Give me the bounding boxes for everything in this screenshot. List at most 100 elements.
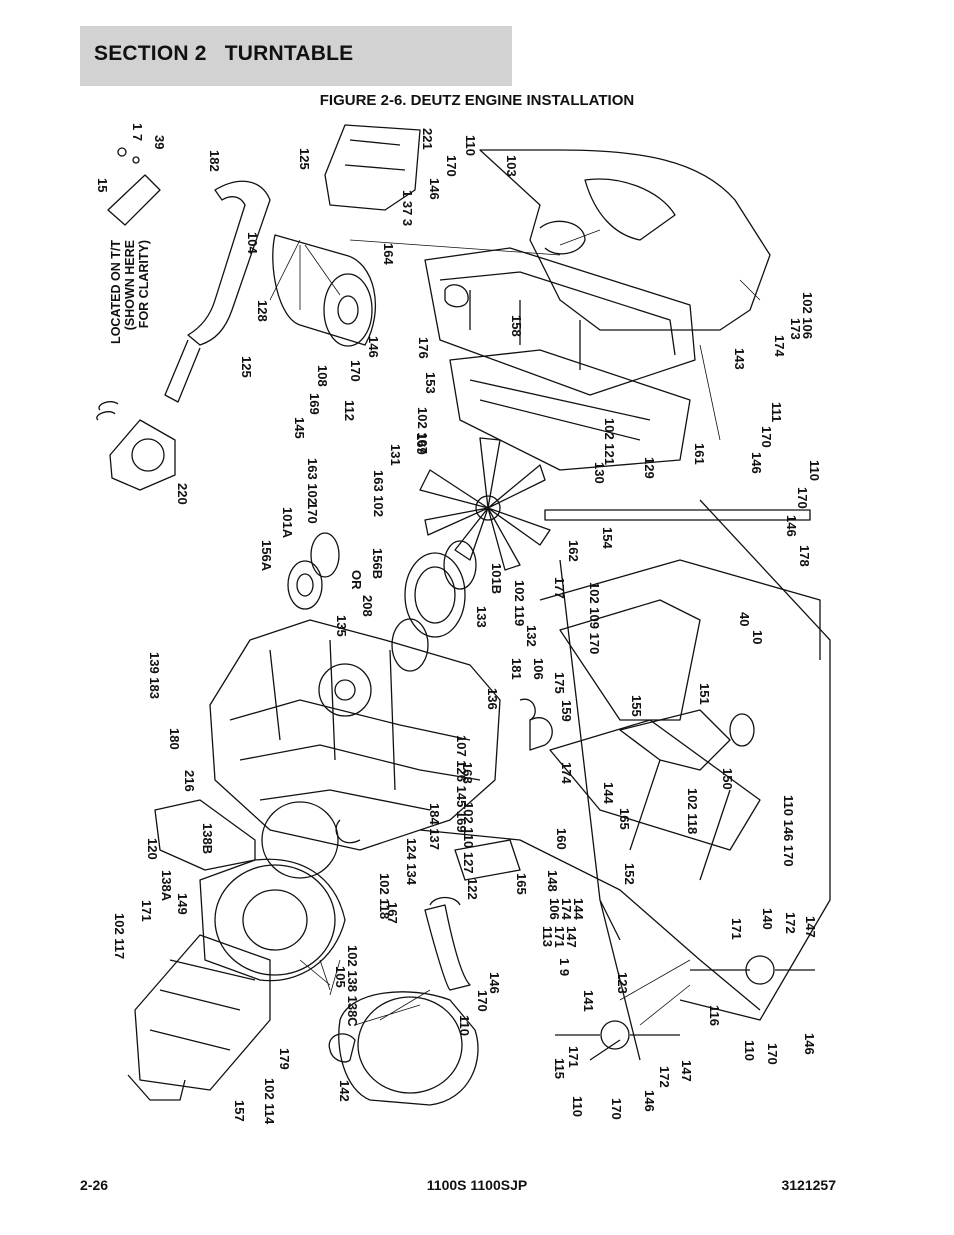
callout: 165 — [617, 808, 632, 830]
callout: 171 — [139, 900, 154, 922]
callout: 159 — [559, 700, 574, 722]
callout: 181 — [509, 658, 524, 680]
callout: 135 — [334, 615, 349, 637]
callout: 151 — [697, 683, 712, 705]
callout: 102 117 — [112, 913, 127, 959]
callout: 128 — [255, 300, 270, 322]
callout: 133 — [474, 606, 489, 628]
callout: 169 — [307, 393, 322, 415]
callout: 170 — [609, 1098, 624, 1120]
callout: 106 — [547, 898, 562, 920]
callout-labels: 1 7 39 15 182 125 221 110 170 103 146 1 … — [95, 123, 822, 1125]
callout: 170 — [795, 487, 810, 509]
callout: 216 — [182, 770, 197, 792]
callout: 124 134 — [404, 838, 419, 886]
section-header: SECTION 2 TURNTABLE — [80, 26, 512, 86]
callout: 105 — [333, 966, 348, 988]
callout: 1 9 — [557, 958, 572, 976]
callout: 142 — [337, 1080, 352, 1102]
callout: 110 — [570, 1096, 585, 1117]
callout: 102 119 — [512, 580, 527, 626]
callout: 158 — [509, 315, 524, 337]
callout: 147 — [679, 1060, 694, 1082]
callout: 153 — [423, 372, 438, 394]
callout: 170 — [759, 426, 774, 448]
callout: 178 — [797, 545, 812, 567]
callout: 146 — [749, 452, 764, 474]
callout: 1 7 — [130, 123, 145, 141]
callout: 146 — [802, 1033, 817, 1055]
callout: 111 — [769, 402, 784, 422]
line-art — [96, 124, 831, 1106]
callout: 102 109 170 — [587, 582, 602, 654]
callout: 179 — [277, 1048, 292, 1070]
callout: 177 — [552, 577, 567, 599]
callout: 171 — [729, 918, 744, 940]
callout: 160 — [554, 828, 569, 850]
callout: 39 — [152, 135, 167, 149]
callout: 122 — [465, 878, 480, 900]
callout: 156A — [259, 540, 274, 572]
callout: 155 — [629, 695, 644, 717]
note-line-3: FOR CLARITY) — [137, 240, 151, 328]
note-line-2: (SHOWN HERE — [123, 240, 137, 330]
callout: 154 — [600, 527, 615, 549]
model-name: 1100S 1100SJP — [426, 1177, 528, 1193]
callout: 102 118 — [377, 873, 392, 919]
callout: 115 — [552, 1058, 567, 1079]
callout: 180 — [167, 728, 182, 750]
section-title: SECTION 2 TURNTABLE — [94, 42, 354, 65]
callout: 102 110 127 — [461, 802, 476, 874]
callout: 174 — [772, 335, 787, 357]
callout: 102 106 — [800, 292, 815, 339]
callout: 146 — [784, 515, 799, 537]
callout: 146 — [366, 336, 381, 358]
callout: 125 — [297, 148, 312, 170]
callout: 172 — [783, 912, 798, 934]
callout: 102 107 — [415, 407, 430, 454]
callout: 164 — [381, 243, 396, 265]
callout: 146 — [487, 972, 502, 994]
callout: 170 — [348, 360, 363, 382]
callout: 110 — [463, 135, 478, 156]
note-line-1: LOCATED ON T/T — [109, 240, 123, 344]
callout: 170 — [475, 990, 490, 1012]
callout: 139 183 — [147, 652, 162, 699]
callout: 101A — [280, 507, 295, 539]
callout: 161 — [692, 443, 707, 465]
figure-title: FIGURE 2-6. DEUTZ ENGINE INSTALLATION — [319, 92, 635, 109]
callout: 132 — [524, 625, 539, 647]
callout: 110 146 170 — [781, 795, 796, 867]
callout: 174 — [559, 898, 574, 920]
callout: 131 — [388, 444, 403, 466]
callout: 102 138 138C — [345, 945, 360, 1027]
callout: 10 — [750, 630, 765, 644]
callout: 167 — [385, 902, 400, 924]
callout: 221 — [420, 128, 435, 150]
callout: 184 137 — [427, 803, 442, 850]
callout: 129 — [642, 457, 657, 479]
callout: 101B — [489, 563, 504, 594]
callout: 102 121 — [602, 418, 617, 465]
callout: 1 37 3 — [400, 190, 415, 226]
callout: 116 — [707, 1005, 722, 1026]
callout: 169 — [414, 433, 429, 455]
callout: 170 — [305, 502, 320, 524]
callout: 147 — [803, 916, 818, 938]
leader-lines — [269, 229, 761, 1026]
callout: 102 118 — [685, 788, 700, 834]
callout: 123 — [615, 972, 630, 994]
callout: 168 — [460, 762, 475, 784]
callout: 40 — [737, 612, 752, 626]
callout: 148 — [545, 870, 560, 892]
callout: 120 — [145, 838, 160, 860]
callout: 113 — [540, 926, 555, 947]
page-number: 2-26 — [80, 1177, 109, 1193]
document-number: 3121257 — [781, 1177, 836, 1193]
callout: 145 — [292, 417, 307, 439]
callout: 182 — [207, 150, 222, 172]
callout: 165 — [514, 873, 529, 895]
callout: 208 — [360, 595, 375, 617]
callout: 104 — [245, 232, 260, 254]
callout: 147 — [564, 926, 579, 948]
